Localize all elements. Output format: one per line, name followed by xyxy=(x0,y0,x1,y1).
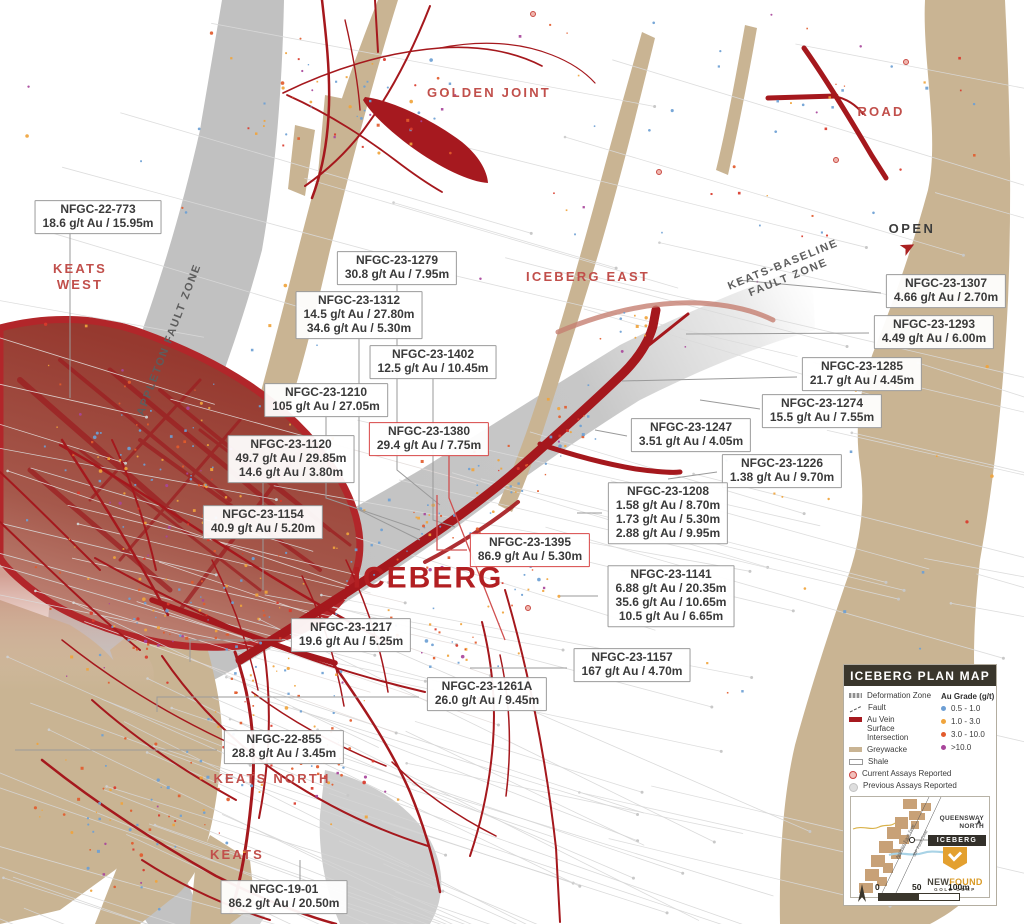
scale-tick-100m: 100m xyxy=(948,882,970,892)
veins-layer xyxy=(0,0,889,924)
north-compass-icon xyxy=(858,884,866,902)
iceberg-east-faded-vein xyxy=(555,300,776,335)
scale-bar-graphic xyxy=(878,893,960,901)
greywacke-strip-a xyxy=(318,95,350,182)
location-inset-map: Appleton Fault Zone JBP Fault Zone QUEEN… xyxy=(850,795,990,898)
legend-item-vein: Au Vein Surface Intersection xyxy=(849,715,937,743)
greywacke-band-central xyxy=(195,0,398,565)
au-grade-entry: >10.0 xyxy=(941,743,995,752)
newfound-logo: NEWFOUND GOLD CORP xyxy=(927,846,983,892)
newfound-logo-text: NEWFOUND xyxy=(927,876,983,887)
inset-appleton-fault xyxy=(880,796,930,895)
legend-item-shale: Shale xyxy=(849,757,937,767)
gray-blob-sw-1 xyxy=(319,770,442,924)
scale-bar: 0 50 100m xyxy=(850,882,1000,908)
greywacke-strip-ne xyxy=(716,25,757,175)
golden-joint-vein-wedge xyxy=(363,97,488,183)
legend-item-deformation: Deformation Zone xyxy=(849,691,937,701)
au-grade-entry: 0.5 - 1.0 xyxy=(941,704,995,713)
inset-north-arrow xyxy=(976,818,982,825)
legend-item-greywacke: Greywacke xyxy=(849,745,937,755)
inset-road xyxy=(852,822,896,830)
grade-dot-icon xyxy=(941,719,946,724)
legend-title: ICEBERG PLAN MAP xyxy=(844,665,996,686)
deformation-zone-swatch xyxy=(849,693,862,698)
assay-dots-layer xyxy=(25,13,994,911)
grade-dot-icon xyxy=(941,732,946,737)
shale-swatch xyxy=(849,758,863,765)
au-grade-entry: 1.0 - 3.0 xyxy=(941,717,995,726)
newfound-logo-icon xyxy=(943,846,967,870)
current-assays-swatch xyxy=(849,770,857,779)
iceberg-main-vein xyxy=(235,305,661,665)
au-grade-title: Au Grade (g/t) xyxy=(941,692,995,701)
legend-item-current: Current Assays Reported xyxy=(849,769,991,779)
inset-claim-blocks xyxy=(859,798,931,893)
au-grade-entry: 3.0 - 10.0 xyxy=(941,730,995,739)
queensway-north-label: QUEENSWAY NORTH xyxy=(939,814,984,830)
fault-swatch xyxy=(849,705,863,713)
au-vein-swatch xyxy=(849,716,862,722)
legend-item-fault: Fault xyxy=(849,703,937,713)
au-grade-legend: Au Grade (g/t) 0.5 - 1.0 1.0 - 3.0 3.0 - 1… xyxy=(941,692,995,756)
inset-map-canvas: Appleton Fault Zone JBP Fault Zone xyxy=(852,796,982,895)
current-assay-rings xyxy=(477,11,909,703)
legend-item-previous: Previous Assays Reported xyxy=(849,781,991,792)
road-vein xyxy=(801,45,889,181)
gold-corp-label: GOLD CORP xyxy=(934,886,976,892)
scale-tick-50: 50 xyxy=(912,882,922,892)
iceberg-inset-tag: ICEBERG xyxy=(927,834,986,846)
scale-tick-0: 0 xyxy=(875,882,880,892)
greywacke-swatch xyxy=(849,746,862,752)
inset-iceberg-marker xyxy=(908,836,916,843)
greywacke-strip-b xyxy=(288,125,315,196)
previous-assays-swatch xyxy=(849,782,858,792)
inset-jbp-fault xyxy=(894,796,942,895)
grade-dot-icon xyxy=(941,706,946,711)
grade-dot-icon xyxy=(941,745,946,750)
